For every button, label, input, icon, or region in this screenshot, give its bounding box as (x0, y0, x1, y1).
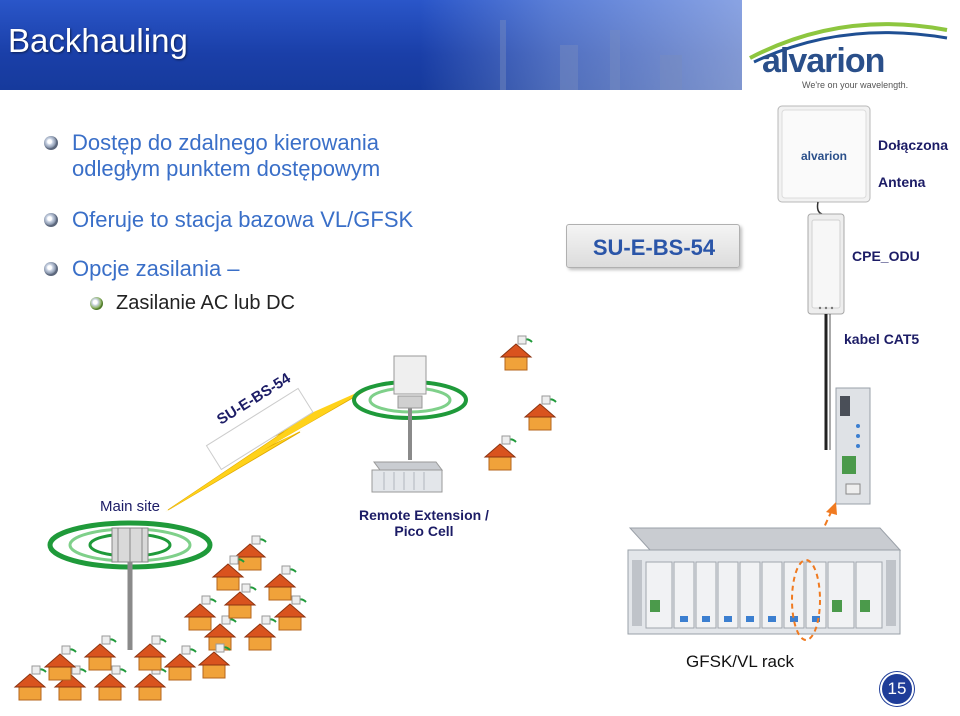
house-icon (163, 645, 197, 681)
callout-attached: Dołączona (878, 137, 949, 153)
slide-title: Backhauling (8, 22, 188, 59)
model-label-box: SU-E-BS-54 (566, 224, 740, 268)
gfsk-vl-rack-icon (627, 527, 902, 635)
remote-extension-label: Remote Extension / Pico Cell (344, 507, 504, 539)
bullet-dot-icon (44, 136, 58, 150)
slide-number-badge: 15 (880, 672, 914, 706)
house-icon (93, 665, 127, 701)
bullet-item-3-text: Opcje zasilania – (72, 256, 240, 281)
sub-bullet-item-1: Zasilanie AC lub DC (90, 292, 295, 315)
slot-highlight-ellipse (791, 559, 821, 641)
bullet-item-1-line2: odległym punktem dostępowym (72, 156, 381, 181)
header-photo (420, 0, 750, 90)
house-icon (43, 645, 77, 681)
alvarion-logo: alvarion We're on your wavelength. (742, 0, 960, 90)
flat-antenna-icon: alvarion (777, 105, 871, 203)
bullet-item-2: Oferuje to stacja bazowa VL/GFSK (44, 207, 414, 233)
remote-rack-icon (371, 461, 443, 493)
remote-extension-line2: Pico Cell (394, 523, 454, 539)
main-site-label: Main site (100, 498, 161, 515)
house-icon (133, 665, 167, 701)
rack-label: GFSK/VL rack (686, 652, 795, 671)
model-label: SU-E-BS-54 (592, 235, 716, 260)
slide-header: Backhauling alvarion We're on your wavel… (0, 0, 960, 90)
sub-bullet-dot-icon (90, 297, 103, 310)
remote-tower-icon (352, 355, 468, 460)
house-icon (233, 535, 267, 571)
bullet-item-1: Dostęp do zdalnego kierowania odległym p… (44, 130, 381, 182)
house-icon (523, 395, 557, 431)
subscriber-houses (13, 335, 557, 701)
house-icon (83, 635, 117, 671)
callout-cable: kabel CAT5 (844, 331, 920, 347)
house-icon (483, 435, 517, 471)
antenna-logo-text: alvarion (801, 149, 847, 163)
sub-bullet-item-1-text: Zasilanie AC lub DC (116, 292, 295, 314)
house-icon (223, 583, 257, 619)
house-icon (243, 615, 277, 651)
house-icon (499, 335, 533, 371)
cpe-odu-device-icon (807, 213, 845, 315)
house-icon (273, 595, 307, 631)
callout-antenna: Antena (878, 174, 926, 190)
house-icon (263, 565, 297, 601)
bullet-item-3: Opcje zasilania – (44, 256, 240, 282)
house-icon (211, 555, 245, 591)
rack-module-card-icon (835, 387, 871, 505)
house-icon (13, 665, 47, 701)
bullet-item-2-text: Oferuje to stacja bazowa VL/GFSK (72, 207, 414, 232)
logo-tagline: We're on your wavelength. (802, 80, 909, 90)
callout-cpe-odu: CPE_ODU (852, 248, 920, 264)
remote-extension-line1: Remote Extension / (359, 507, 489, 523)
house-icon (197, 643, 231, 679)
link-label-tag (205, 387, 314, 471)
bullet-dot-icon (44, 262, 58, 276)
bullet-dot-icon (44, 213, 58, 227)
house-icon (183, 595, 217, 631)
house-icon (133, 635, 167, 671)
main-site-tower-icon (47, 520, 213, 650)
logo-swoosh-icon (749, 22, 948, 64)
logo-wordmark: alvarion (762, 42, 885, 80)
bullet-item-1-line1: Dostęp do zdalnego kierowania (72, 130, 379, 155)
